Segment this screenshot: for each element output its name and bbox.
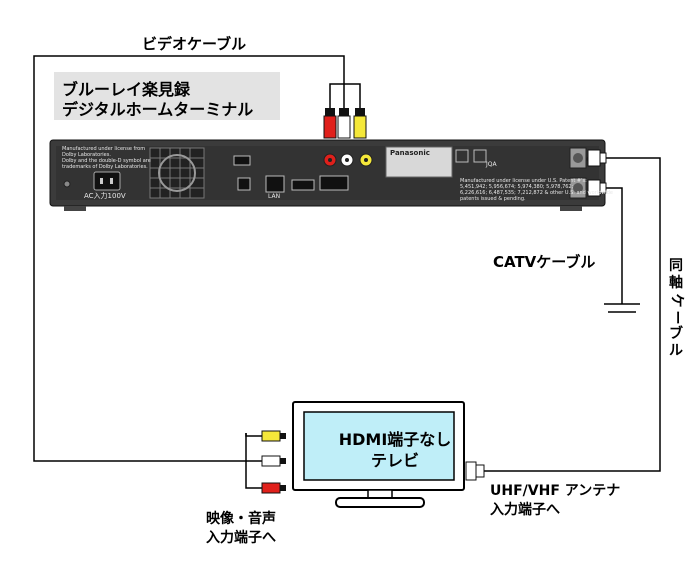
dvd-logo-icon	[473, 149, 487, 163]
dolby-license-text: Manufactured under license from Dolby La…	[62, 146, 151, 170]
fan-grille-icon	[149, 147, 205, 199]
coax-cables	[483, 157, 661, 472]
rca-plugs-tv	[261, 430, 286, 494]
rca-jacks-recorder	[323, 153, 373, 167]
tv-text-line-2: テレビ	[370, 451, 419, 470]
uhf-terminal-label-2: 入力端子へ	[490, 502, 560, 518]
jqa-label: JQA	[486, 161, 497, 168]
rca-plugs-recorder	[323, 108, 367, 139]
recorder-rear-panel	[49, 139, 606, 211]
recorder-title-box: ブルーレイ楽見録 デジタルホームターミナル	[54, 72, 280, 120]
uhf-terminal-label-1: UHF/VHF アンテナ	[490, 483, 621, 499]
antenna-plug-icon	[465, 461, 485, 481]
f-connector-plugs	[587, 149, 607, 197]
av-input-label-1: 映像・音声	[206, 511, 276, 527]
optical-port-icon	[237, 177, 251, 191]
tv-text-line-1: HDMI端子なし	[338, 430, 452, 449]
brand-label: Panasonic	[390, 149, 430, 157]
antenna-connector-icon	[569, 147, 587, 199]
catv-cable-label: CATVケーブル	[493, 253, 596, 271]
d-terminal-port-icon	[319, 175, 349, 191]
coax-cable-label: 同 軸 ケ ー ブ ル	[668, 258, 685, 359]
av-input-label-2: 入力端子へ	[206, 530, 276, 546]
video-cable	[33, 55, 361, 489]
ac-input-label: AC入力100V	[84, 192, 126, 200]
recorder-title-line-1: ブルーレイ楽見録	[62, 80, 191, 99]
rating-label-sticker	[385, 146, 453, 178]
usb-port-icon	[233, 155, 251, 166]
tv-body	[292, 401, 465, 508]
patent-license-text: Manufactured under license under U.S. Pa…	[460, 178, 613, 202]
bd-logo-icon	[455, 149, 469, 163]
lan-label: LAN	[268, 193, 281, 200]
video-cable-label: ビデオケーブル	[142, 35, 247, 53]
screw-icon	[63, 180, 71, 188]
recorder-title-line-2: デジタルホームターミナル	[62, 100, 254, 119]
hdmi-port-icon	[291, 179, 315, 191]
ac-inlet-icon	[93, 171, 121, 191]
lan-port-icon	[265, 175, 285, 193]
